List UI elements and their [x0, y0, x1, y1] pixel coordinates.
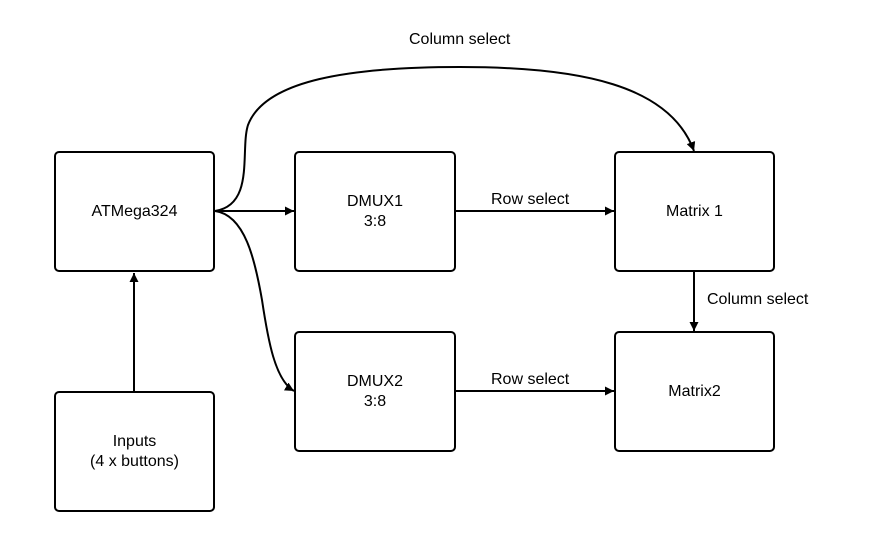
edge-label-matrix-column-select: Column select	[707, 291, 809, 308]
edge-label-row-select-1: Row select	[491, 191, 570, 208]
arrow-atmega-to-dmux2	[214, 210, 295, 392]
inputs-node: Inputs (4 x buttons)	[54, 391, 215, 512]
dmux2-ratio: 3:8	[363, 392, 387, 410]
inputs-label: Inputs	[112, 432, 157, 450]
dmux2-label: DMUX2	[346, 372, 403, 390]
edge-label-top-column-select: Column select	[409, 31, 511, 48]
dmux1-label: DMUX1	[346, 192, 403, 210]
matrix2-label: Matrix2	[668, 382, 721, 400]
arrow-atmega-to-matrix1	[214, 65, 696, 212]
matrix2-node: Matrix2	[614, 331, 775, 452]
matrix1-label: Matrix 1	[666, 202, 723, 220]
dmux2-node: DMUX2 3:8	[294, 331, 456, 452]
matrix1-node: Matrix 1	[614, 151, 775, 272]
dmux1-ratio: 3:8	[363, 212, 387, 230]
inputs-sublabel: (4 x buttons)	[90, 452, 179, 470]
dmux1-node: DMUX1 3:8	[294, 151, 456, 272]
edge-label-row-select-2: Row select	[491, 371, 570, 388]
atmega-node: ATMega324	[54, 151, 215, 272]
atmega-label: ATMega324	[91, 202, 178, 220]
